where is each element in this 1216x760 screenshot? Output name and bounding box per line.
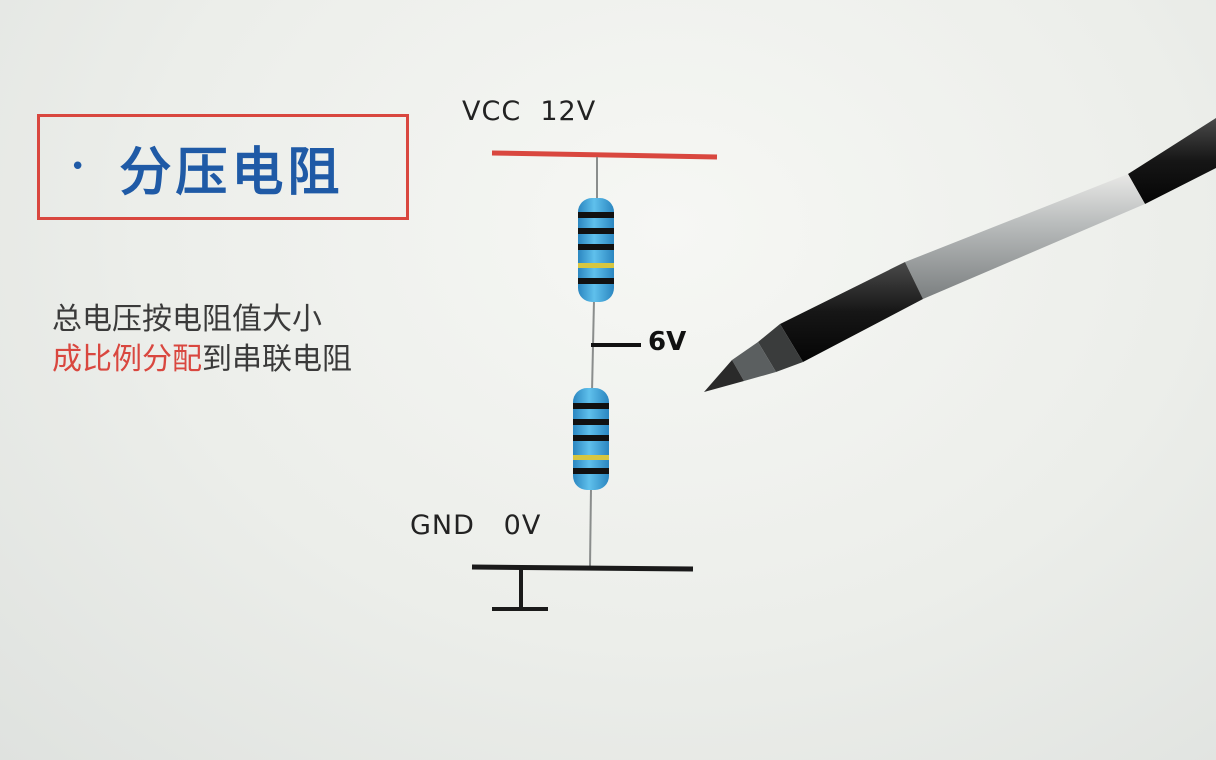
midpoint-voltage-label: 6V [648,327,687,357]
description-highlight: 成比例分配 [52,342,202,377]
pen-pointer [704,118,1216,392]
slide-title: 分压电阻 [119,142,344,203]
gnd-rail [471,564,694,572]
lead-wire-bottom [589,487,592,568]
gnd-label: GND 0V [410,510,542,541]
title-bullet: • [70,152,86,182]
description: 总电压按电阻值大小 成比例分配到串联电阻 [52,300,352,380]
title-box: • 分压电阻 [37,114,409,220]
vcc-label: VCC 12V [462,96,597,127]
resistor-bottom [573,388,609,490]
description-rest: 到串联电阻 [202,342,352,377]
description-line-1: 总电压按电阻值大小 [52,302,322,337]
description-line-2: 成比例分配到串联电阻 [52,340,352,380]
vcc-rail [491,150,718,160]
resistor-top [578,198,614,302]
